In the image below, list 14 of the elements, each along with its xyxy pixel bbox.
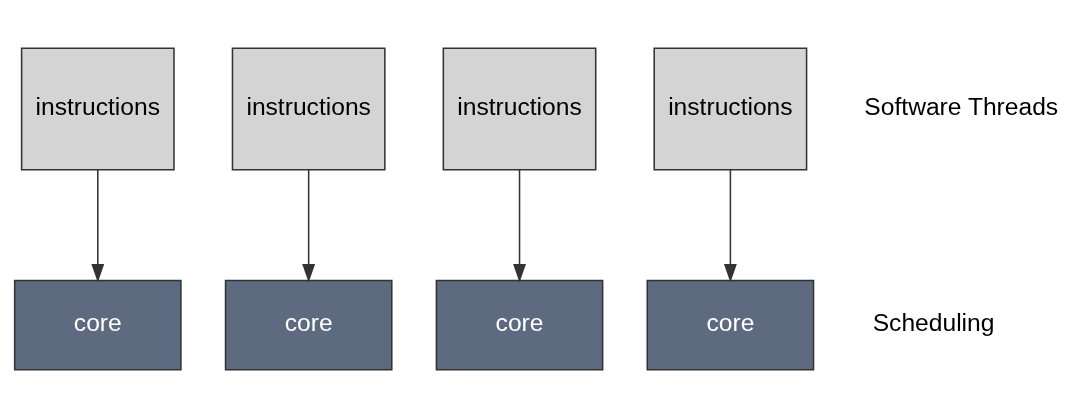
arrow xyxy=(513,168,526,282)
arrow xyxy=(302,168,316,282)
arrow xyxy=(723,168,737,282)
node-box: instructions xyxy=(20,46,175,170)
node-box: instructions xyxy=(653,46,808,170)
node-box: instructions xyxy=(442,46,597,170)
node-box: core xyxy=(646,279,815,371)
node-box: core xyxy=(13,279,182,371)
arrow xyxy=(91,168,105,282)
label: Scheduling xyxy=(872,308,995,336)
node-box: core xyxy=(224,279,393,371)
label: Software Threads xyxy=(864,92,1059,120)
node-box: instructions xyxy=(231,46,386,170)
node-box: core xyxy=(435,279,604,371)
